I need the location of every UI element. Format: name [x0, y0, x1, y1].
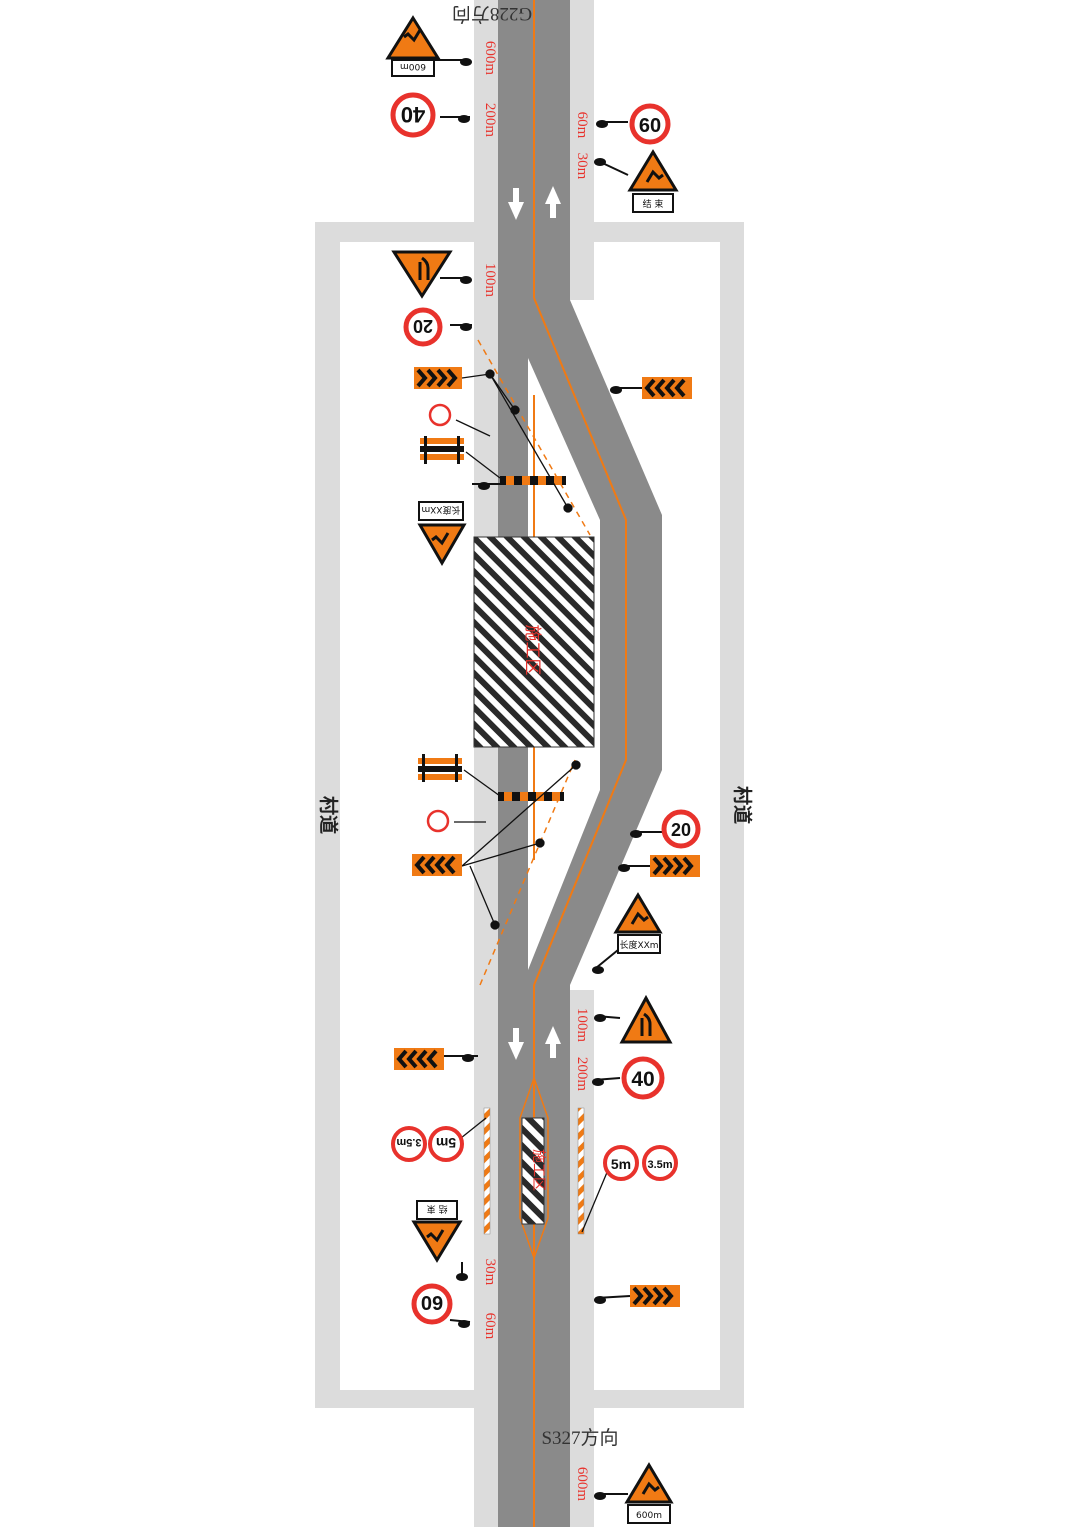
- small-work-zone-label: 施工区: [530, 1149, 546, 1191]
- distance-label: 100m: [574, 1008, 590, 1043]
- work-zone-label: 施工区: [522, 625, 542, 676]
- arrow-up-icon: [545, 1026, 561, 1058]
- worker-icon: [645, 169, 664, 183]
- direction-top: G228方向: [452, 3, 532, 25]
- speed-limit-40-sign: 40: [390, 92, 436, 138]
- chevron-sign: [630, 1285, 680, 1307]
- roadwork-ahead-sign: 600m: [624, 1462, 674, 1524]
- work-zone: 施工区: [473, 536, 595, 748]
- speed-limit-60-sign: 60: [629, 103, 671, 145]
- traffic-cone-icon: [428, 403, 452, 427]
- traffic-cone-icon: [426, 809, 450, 833]
- speed-limit-20-sign: 20: [661, 809, 701, 849]
- worker-icon: [403, 29, 422, 43]
- small-work-zone: 施工区: [519, 1075, 549, 1261]
- svg-text:20: 20: [671, 820, 691, 840]
- barricade-icon: [420, 436, 464, 464]
- sign-posts: [430, 58, 662, 1500]
- distance-label: 200m: [482, 103, 498, 138]
- width-limit-sign: 3.5m: [391, 1126, 427, 1162]
- roadwork-end-sign: 结 束: [411, 1200, 463, 1263]
- lane-reduce-icon: [640, 1012, 652, 1036]
- distance-label: 100m: [482, 263, 498, 298]
- roadwork-ahead-sign: 600m: [385, 15, 441, 77]
- end-plate: 结 束: [643, 198, 664, 210]
- svg-text:3.5m: 3.5m: [647, 1159, 672, 1171]
- svg-text:3.5m: 3.5m: [396, 1136, 421, 1148]
- barricade-icon: [418, 754, 462, 782]
- leader-lines: [454, 369, 609, 1233]
- speed-limit-20-sign: 20: [403, 307, 443, 347]
- chevron-sign: [642, 377, 692, 399]
- distance-plate: 600m: [636, 1511, 662, 1521]
- lane-arrows: [508, 186, 561, 1060]
- lane-merge-sign: [391, 250, 453, 299]
- roadwork-length-sign: 长度XXm: [417, 501, 467, 566]
- chevron-sign: [394, 1048, 444, 1070]
- height-limit-sign: 5m: [428, 1126, 464, 1162]
- distance-plate: 600m: [400, 61, 426, 71]
- lane-merge-sign: [619, 994, 673, 1044]
- village-road-label-left: 村道: [317, 796, 340, 834]
- end-plate: 结 束: [427, 1203, 448, 1215]
- arrow-down-icon: [508, 188, 524, 220]
- distance-label: 600m: [482, 41, 498, 76]
- chevron-sign: [650, 855, 700, 877]
- length-plate: 长度XXm: [421, 504, 460, 516]
- worker-icon: [431, 532, 450, 546]
- lane-reduce-icon: [418, 256, 430, 280]
- worker-icon: [426, 1229, 445, 1243]
- svg-text:60: 60: [639, 115, 661, 137]
- chevron-sign: [412, 854, 462, 876]
- distance-label: 200m: [574, 1057, 590, 1092]
- worker-icon: [630, 911, 649, 925]
- svg-text:5m: 5m: [611, 1156, 631, 1172]
- distance-label: 60m: [574, 112, 590, 139]
- svg-text:20: 20: [413, 316, 433, 336]
- speed-limit-40-sign: 40: [621, 1056, 665, 1100]
- direction-bottom: S327方向: [541, 1427, 618, 1449]
- detour-lane: [528, 300, 662, 985]
- distance-label: 600m: [574, 1467, 590, 1502]
- speed-limit-60-sign: 60: [411, 1283, 453, 1325]
- village-road-label-right: 村道: [731, 786, 754, 824]
- worker-icon: [641, 1481, 660, 1495]
- distance-label: 30m: [574, 153, 590, 180]
- distance-labels: 600m 200m 60m 30m 100m 100m 200m 30m 60m…: [482, 41, 590, 1502]
- svg-text:40: 40: [631, 1068, 654, 1091]
- chevron-sign: [414, 367, 462, 389]
- height-limit-sign: 5m: [603, 1145, 639, 1181]
- arrow-up-icon: [545, 186, 561, 218]
- distance-label: 60m: [482, 1313, 498, 1340]
- roadwork-end-sign: 结 束: [627, 149, 679, 213]
- svg-text:60: 60: [421, 1291, 443, 1313]
- svg-text:40: 40: [401, 102, 425, 127]
- roadwork-length-sign: 长度XXm: [613, 892, 663, 954]
- width-limit-sign: 3.5m: [642, 1145, 678, 1181]
- svg-text:5m: 5m: [436, 1135, 456, 1151]
- arrow-down-icon: [508, 1028, 524, 1060]
- distance-label: 30m: [482, 1259, 498, 1286]
- length-plate: 长度XXm: [619, 939, 658, 951]
